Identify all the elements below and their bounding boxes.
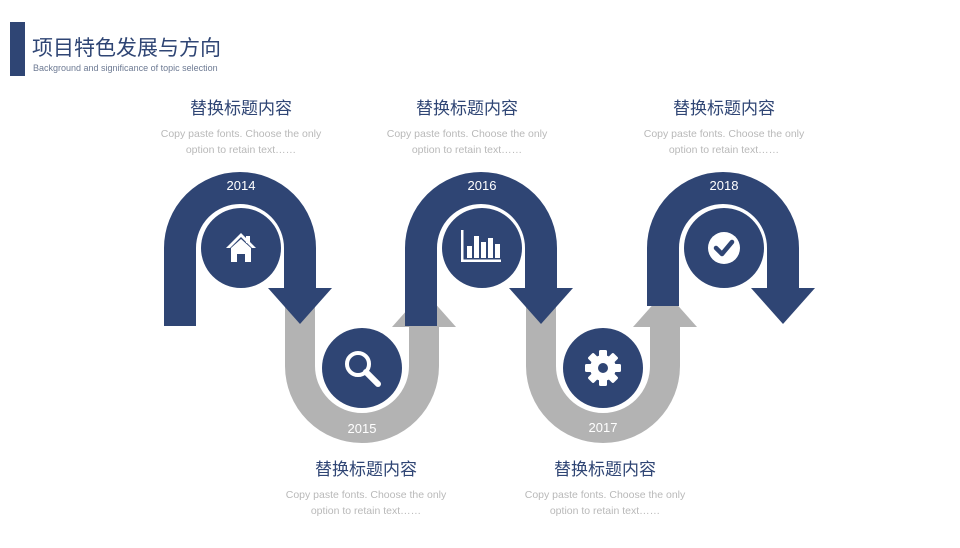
step-card-2015: 替换标题内容 Copy paste fonts. Choose the only… bbox=[261, 459, 471, 519]
check-circle-icon bbox=[708, 232, 740, 264]
step-description: Copy paste fonts. Choose the only option… bbox=[160, 128, 322, 156]
title-accent-bar bbox=[10, 22, 25, 76]
step-title: 替换标题内容 bbox=[554, 460, 656, 480]
step-description: Copy paste fonts. Choose the only option… bbox=[643, 128, 805, 156]
year-label-2016: 2016 bbox=[468, 178, 497, 193]
arc-2016 bbox=[405, 172, 557, 326]
arrow-down-2018 bbox=[751, 288, 815, 324]
year-label-2014: 2014 bbox=[227, 178, 256, 193]
arrow-up-2017 bbox=[633, 291, 697, 327]
search-icon bbox=[345, 351, 381, 387]
arc-2018 bbox=[647, 172, 799, 306]
step-description: Copy paste fonts. Choose the only option… bbox=[524, 489, 686, 517]
step-title: 替换标题内容 bbox=[190, 99, 292, 119]
home-icon bbox=[226, 233, 256, 262]
step-card-2014: 替换标题内容 Copy paste fonts. Choose the only… bbox=[136, 98, 346, 158]
circle-2015 bbox=[322, 328, 402, 408]
arc-2014 bbox=[164, 172, 316, 326]
page-subtitle: Background and significance of topic sel… bbox=[33, 63, 218, 73]
step-card-2018: 替换标题内容 Copy paste fonts. Choose the only… bbox=[619, 98, 829, 158]
step-title: 替换标题内容 bbox=[416, 99, 518, 119]
year-label-2015: 2015 bbox=[348, 421, 377, 436]
step-description: Copy paste fonts. Choose the only option… bbox=[285, 489, 447, 517]
page-title: 项目特色发展与方向 bbox=[32, 36, 221, 60]
arrow-down-2016 bbox=[509, 288, 573, 324]
gear-icon bbox=[585, 350, 621, 386]
bar-chart-icon bbox=[461, 230, 501, 262]
arc-2017 bbox=[526, 293, 680, 443]
year-label-2018: 2018 bbox=[710, 178, 739, 193]
step-title: 替换标题内容 bbox=[315, 460, 417, 480]
year-label-2017: 2017 bbox=[589, 420, 618, 435]
arc-2015 bbox=[285, 293, 439, 443]
step-card-2017: 替换标题内容 Copy paste fonts. Choose the only… bbox=[500, 459, 710, 519]
arrow-down-2014 bbox=[268, 288, 332, 324]
step-description: Copy paste fonts. Choose the only option… bbox=[386, 128, 548, 156]
step-title: 替换标题内容 bbox=[673, 99, 775, 119]
step-card-2016: 替换标题内容 Copy paste fonts. Choose the only… bbox=[362, 98, 572, 158]
